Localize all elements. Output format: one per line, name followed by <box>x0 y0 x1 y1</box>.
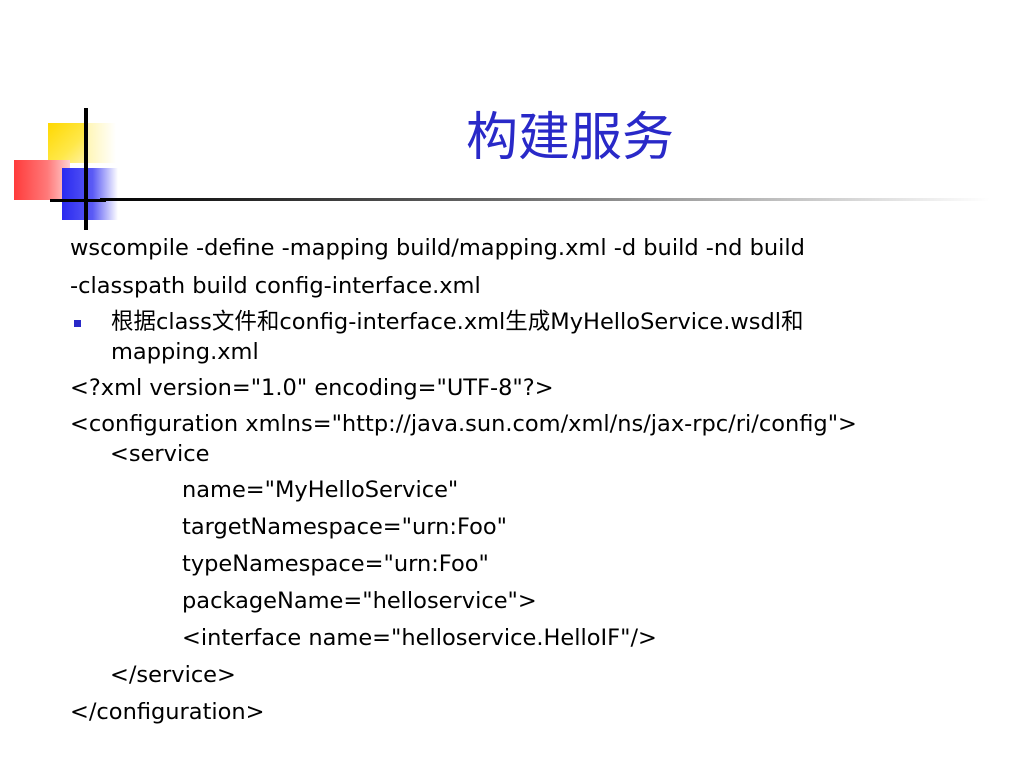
bullet-marker-icon <box>74 320 81 327</box>
configuration-open-block: <configuration xmlns="http://java.sun.co… <box>70 409 990 469</box>
body-line-classpath: -classpath build config-interface.xml <box>70 273 481 299</box>
bullet-item-generate: 根据class文件和config-interface.xml生成MyHelloS… <box>70 307 990 367</box>
bullet-text-line-1: 根据class文件和config-interface.xml生成MyHelloS… <box>111 309 804 335</box>
service-open-line: <service <box>110 441 210 467</box>
yellow-fade-decoration <box>88 123 116 163</box>
configuration-close-line: </configuration> <box>70 699 265 725</box>
slide-title: 构建服务 <box>465 108 674 168</box>
vertical-rule-decoration <box>84 108 88 230</box>
short-rule-decoration <box>50 199 106 202</box>
package-name-attr-line: packageName="helloservice"> <box>182 588 537 614</box>
interface-element-line: <interface name="helloservice.HelloIF"/> <box>182 625 657 651</box>
type-namespace-attr-line: typeNamespace="urn:Foo" <box>182 551 489 577</box>
slide-body: wscompile -define -mapping build/mapping… <box>70 231 990 729</box>
title-underline-rule <box>100 198 990 201</box>
blue-square-decoration <box>62 168 118 220</box>
bullet-text-line-2: mapping.xml <box>111 339 259 365</box>
service-close-line: </service> <box>110 662 236 688</box>
xml-declaration-line: <?xml version="1.0" encoding="UTF-8"?> <box>70 375 554 401</box>
body-line-wscompile: wscompile -define -mapping build/mapping… <box>70 235 805 261</box>
red-square-decoration <box>14 160 70 200</box>
service-name-attr-line: name="MyHelloService" <box>182 477 459 503</box>
target-namespace-attr-line: targetNamespace="urn:Foo" <box>182 514 507 540</box>
yellow-square-decoration <box>48 123 88 163</box>
slide-logo-decoration <box>0 0 160 240</box>
configuration-open-line: <configuration xmlns="http://java.sun.co… <box>70 411 857 437</box>
